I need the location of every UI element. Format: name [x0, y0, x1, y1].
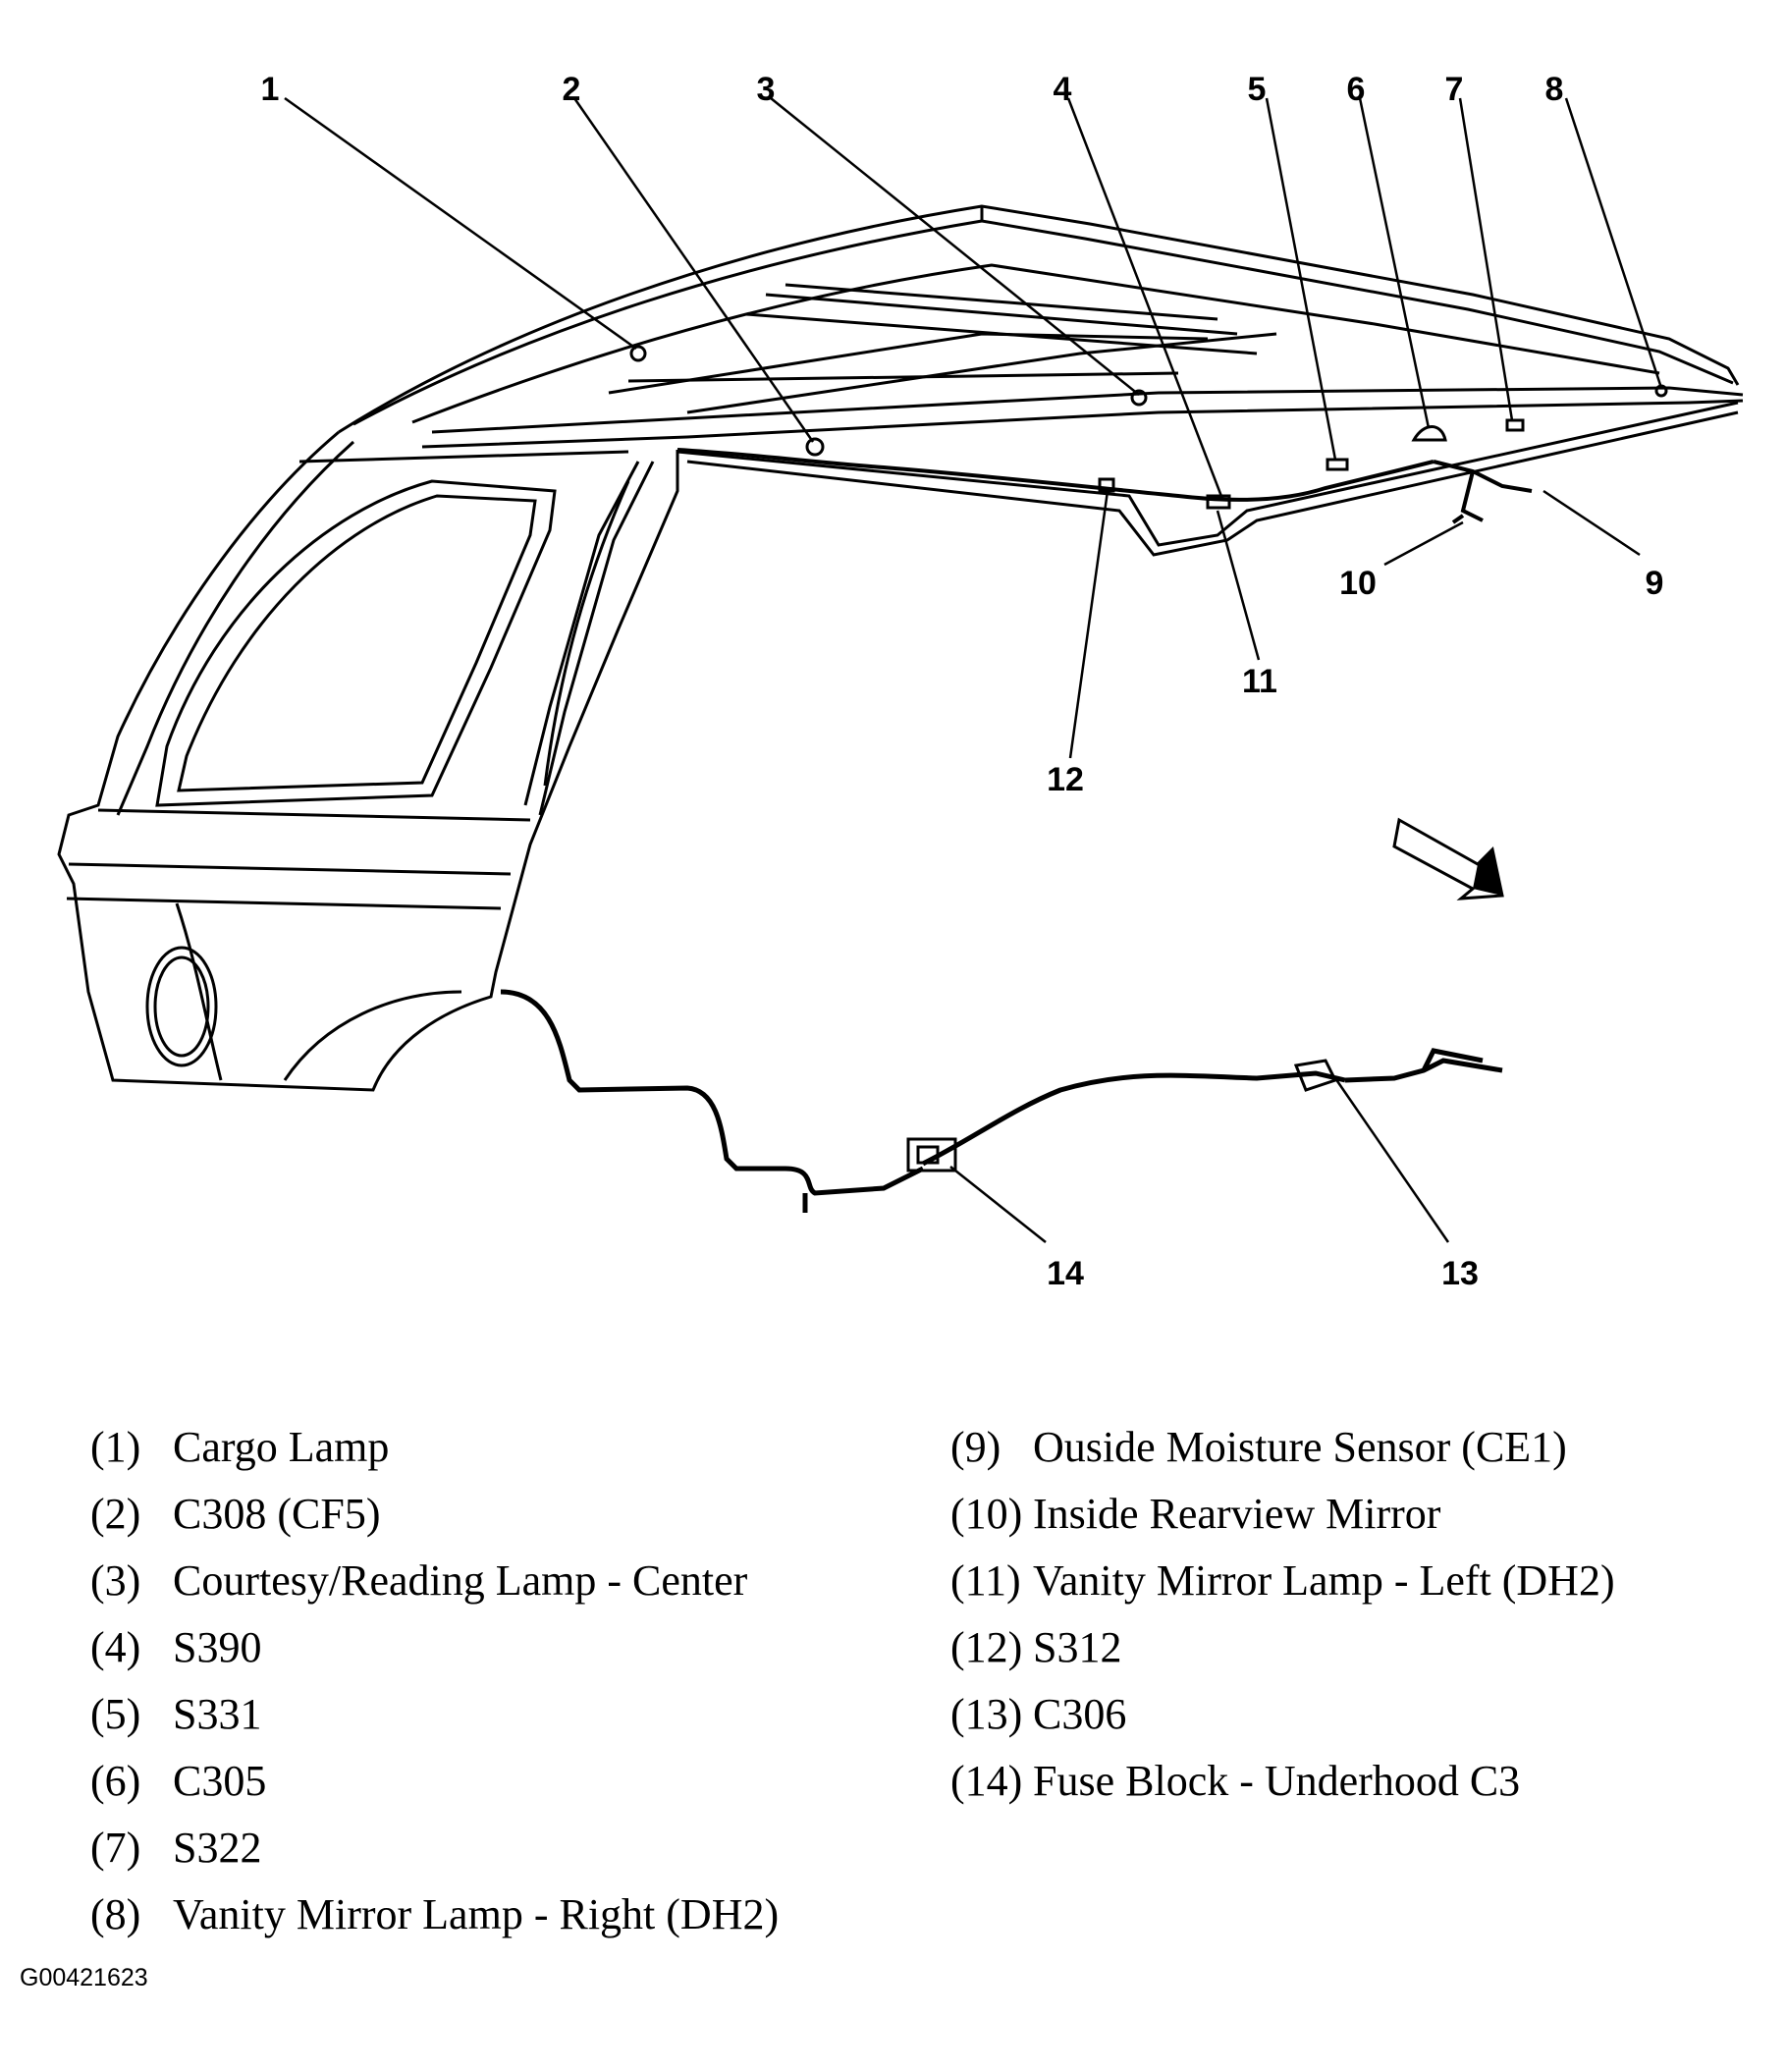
callout-5: 5: [1248, 71, 1267, 108]
body-wire-harness: [500, 989, 1503, 1213]
legend-label: C305: [173, 1757, 267, 1805]
legend-num: (9): [950, 1423, 1001, 1471]
legend-label: C306: [1033, 1690, 1127, 1738]
legend-label: Courtesy/Reading Lamp - Center: [173, 1556, 748, 1605]
legend-num: (10): [950, 1490, 1023, 1538]
legend-num: (6): [90, 1757, 141, 1805]
legend-item: (3) Courtesy/Reading Lamp - Center: [90, 1548, 779, 1614]
figure-id: G00421623: [20, 1964, 148, 1991]
legend-item: (10)Inside Rearview Mirror: [950, 1481, 1615, 1548]
legend-label: Fuse Block - Underhood C3: [1033, 1757, 1521, 1805]
roof-wire-harness: [677, 448, 1533, 524]
legend-label: S322: [173, 1824, 262, 1872]
legend-item: (14)Fuse Block - Underhood C3: [950, 1748, 1615, 1815]
legend-label: S390: [173, 1623, 262, 1671]
legend-item: (8) Vanity Mirror Lamp - Right (DH2): [90, 1881, 779, 1948]
legend-item: (7) S322: [90, 1815, 779, 1881]
legend-num: (12): [950, 1623, 1023, 1671]
legend-num: (7): [90, 1824, 141, 1872]
callout-13: 13: [1441, 1255, 1479, 1292]
legend-item: (11)Vanity Mirror Lamp - Left (DH2): [950, 1548, 1615, 1614]
legend-item: (2) C308 (CF5): [90, 1481, 779, 1548]
callout-2: 2: [563, 71, 581, 108]
legend-label: Vanity Mirror Lamp - Right (DH2): [173, 1890, 780, 1938]
legend-num: (11): [950, 1556, 1021, 1605]
legend-right: (9) Ouside Moisture Sensor (CE1) (10)Insi…: [950, 1414, 1615, 1815]
legend-item: (5) S331: [90, 1681, 779, 1748]
leader-lines: [284, 96, 1663, 1243]
callout-1: 1: [261, 71, 280, 108]
legend-num: (1): [90, 1423, 141, 1471]
legend-num: (8): [90, 1890, 141, 1938]
callout-14: 14: [1047, 1255, 1084, 1292]
callout-numbers: 1 2 3 4 5 6 7 8 9 10 11 12 13 14: [261, 71, 1664, 1292]
legend-label: S331: [173, 1690, 262, 1738]
body-side-panel: [57, 430, 679, 1092]
legend-label: Vanity Mirror Lamp - Left (DH2): [1033, 1556, 1615, 1605]
callout-4: 4: [1054, 71, 1072, 108]
legend-num: (13): [950, 1690, 1023, 1738]
roof-outline: [338, 204, 1744, 557]
callout-11: 11: [1242, 663, 1277, 700]
legend-num: (5): [90, 1690, 141, 1738]
callout-12: 12: [1047, 761, 1084, 798]
legend-left: (1) Cargo Lamp (2) C308 (CF5) (3) Courtesy/…: [90, 1414, 779, 1948]
legend-label: Ouside Moisture Sensor (CE1): [1033, 1423, 1567, 1471]
callout-3: 3: [757, 71, 776, 108]
legend-item: (1) Cargo Lamp: [90, 1414, 779, 1481]
legend-item: (4) S390: [90, 1614, 779, 1681]
legend-num: (14): [950, 1757, 1023, 1805]
callout-6: 6: [1347, 71, 1366, 108]
legend-item: (6) C305: [90, 1748, 779, 1815]
legend-label: C308 (CF5): [173, 1490, 381, 1538]
legend-label: Cargo Lamp: [173, 1423, 390, 1471]
legend-item: (12)S312: [950, 1614, 1615, 1681]
roof-components: [629, 345, 1668, 510]
legend-label: Inside Rearview Mirror: [1033, 1490, 1441, 1538]
callout-7: 7: [1445, 71, 1464, 108]
fuse-block-connector: [906, 1137, 957, 1172]
callout-9: 9: [1646, 565, 1664, 602]
legend-num: (4): [90, 1623, 141, 1671]
fuel-door: [145, 946, 218, 1067]
front-direction-arrow: [1392, 817, 1504, 900]
callout-10: 10: [1339, 565, 1377, 602]
legend-num: (3): [90, 1556, 141, 1605]
legend-label: S312: [1033, 1623, 1122, 1671]
legend-item: (9) Ouside Moisture Sensor (CE1): [950, 1414, 1615, 1481]
legend-num: (2): [90, 1490, 141, 1538]
quarter-window: [155, 479, 557, 807]
legend-item: (13)C306: [950, 1681, 1615, 1748]
callout-8: 8: [1545, 71, 1564, 108]
